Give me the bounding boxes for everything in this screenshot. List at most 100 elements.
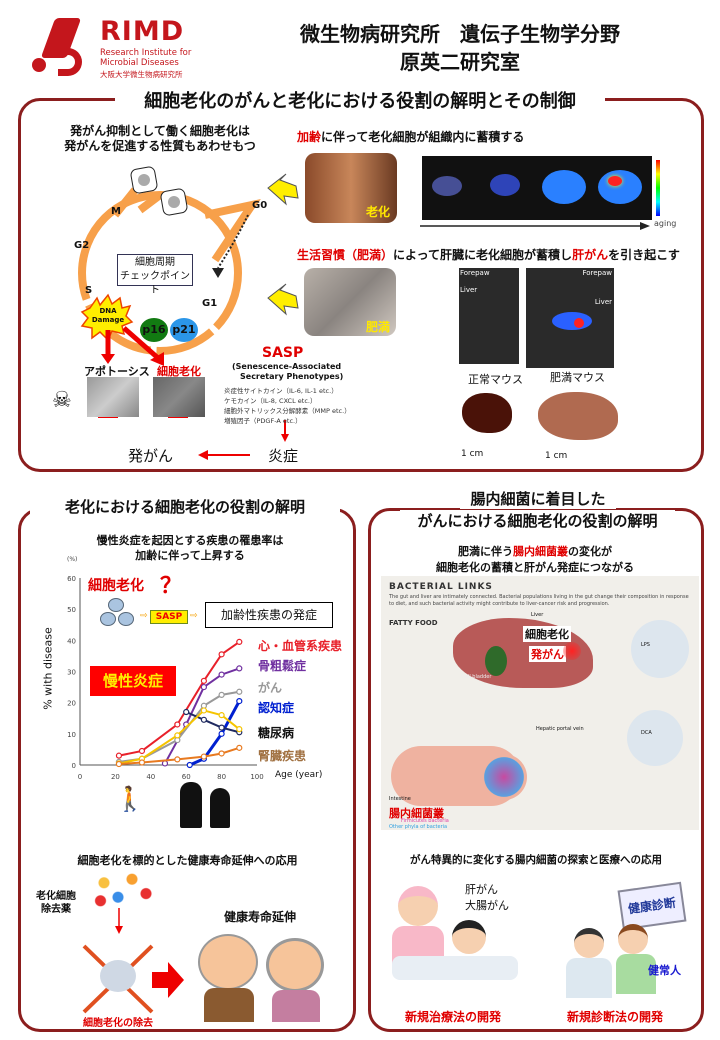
obesity-photo (304, 268, 396, 336)
dca-circle: DCA (627, 710, 683, 766)
sasp-factors: 炎症性サイトカイン（IL-6, IL-1 etc.）ケモカイン（IL-8, CX… (224, 387, 351, 425)
x-tick-label: 100 (250, 773, 263, 781)
data-point (200, 753, 207, 760)
application-title: がん特異的に変化する腸内細菌の探索と医療への応用 (410, 854, 662, 866)
aging-photo (305, 153, 397, 223)
p21-badge: p21 (170, 318, 198, 342)
data-point (218, 712, 225, 719)
question-mark: ？ (160, 574, 183, 599)
firmicutes-label: Firmicutes bacteria (401, 818, 449, 824)
series-line (185, 711, 240, 734)
lead-text: 発がん抑制として働く細胞老化は (70, 124, 250, 138)
data-point (236, 638, 243, 645)
y-tick-label: 50 (67, 606, 76, 614)
data-point (236, 665, 243, 672)
legend-label: 認知症 (258, 700, 294, 715)
x-tick-label: 0 (78, 773, 82, 781)
data-point (236, 688, 243, 695)
skull-icon: ☠ (52, 388, 72, 413)
senescence-label: 細胞老化 (157, 365, 201, 378)
data-point (183, 708, 190, 716)
carcinogenesis-label: 発がん (128, 447, 174, 465)
sasp-full: (Senescence-Associated (232, 362, 342, 371)
legend-label: 心・血管系疾患 (258, 638, 342, 653)
logo-sub: Microbial Diseases (100, 58, 179, 68)
logo-text: RIMD (100, 16, 185, 47)
series-line (118, 641, 240, 757)
silhouette-elderly (180, 782, 202, 828)
phase-g0: G0 (252, 200, 268, 211)
data-point (218, 651, 225, 658)
elderly-couple-illustration (190, 930, 340, 1022)
lab-title-line1: 微生物病研究所 遺伝子生物学分野 (300, 22, 620, 46)
onset-box: 加齢性疾患の発症 (205, 602, 333, 628)
senescent-cells-icon (100, 598, 134, 628)
normal-liver-photo (462, 393, 512, 433)
lps-circle: LPS (631, 620, 689, 678)
section3-title-line2: がんにおける細胞老化の役割の解明 (400, 510, 675, 531)
sasp-full: Secretary Phenotypes) (240, 372, 344, 381)
life-stage-silhouettes: 🚶 (115, 785, 145, 813)
x-tick-label: 40 (146, 773, 155, 781)
section1-title: 細胞老化のがんと老化における役割の解明とその制御 (115, 87, 605, 113)
figure-title: BACTERIAL LINKS (389, 582, 493, 592)
chart-caption: 慢性炎症を起因とする疾患の罹患率は (96, 534, 284, 547)
data-point (115, 760, 123, 768)
data-point (236, 698, 243, 705)
doctor-patient-illustration (566, 920, 676, 1000)
healthspan-label: 健康寿命延伸 (223, 910, 296, 924)
data-point (115, 752, 123, 759)
new-therapy-label: 新規治療法の開発 (404, 1010, 501, 1024)
legend-label: 腎臓疾患 (258, 748, 306, 763)
arrow-icon: ⇨ (190, 611, 198, 621)
arrow-icon: ⇨ (140, 611, 148, 621)
data-point (236, 726, 243, 733)
legend-label: がん (258, 680, 282, 695)
legend-label: 糖尿病 (258, 725, 294, 740)
chart-caption: 加齢に伴って上昇する (135, 549, 245, 562)
data-point (138, 747, 146, 755)
healthy-person-label: 健常人 (648, 964, 681, 977)
lab-title-line2: 原英二研究室 (400, 50, 520, 74)
y-unit-label: (%) (67, 556, 78, 563)
arrow-icon (212, 268, 224, 278)
data-point (200, 683, 207, 691)
gall-bladder (485, 646, 507, 676)
data-point (174, 732, 181, 739)
intestine-label: Intestine (389, 796, 411, 802)
data-point (200, 716, 207, 723)
obese-mouse-label: 肥満マウス (550, 371, 605, 384)
yellow-arrow-icon (267, 173, 299, 206)
scale-label: 1 cm (461, 449, 484, 459)
tumor-glow (563, 642, 581, 660)
new-diagnosis-label: 新規診断法の開発 (566, 1010, 663, 1024)
phase-s: S (85, 285, 93, 296)
p16-badge: p16 (140, 318, 168, 342)
sasp-title: SASP (262, 345, 304, 361)
figure-text: The gut and liver are intimately connect… (389, 594, 689, 607)
data-point (200, 707, 207, 714)
obesity-photo-label: 肥満 (366, 320, 391, 334)
obesity-caption: 生活習慣（肥満）によって肝臓に老化細胞が蓄積し肝がんを引き起こす (297, 248, 680, 262)
x-axis-label: Age (year) (275, 770, 323, 780)
section3-title-line1: 腸内細菌に着目した (460, 488, 616, 509)
data-point (218, 724, 225, 731)
silhouette-elderly-cane (210, 788, 230, 828)
legend-label: 骨粗鬆症 (258, 658, 306, 673)
apoptosis-micrograph (87, 377, 139, 417)
nurse-patient-illustration (392, 880, 518, 980)
y-tick-label: 0 (72, 762, 76, 770)
removal-label: 細胞老化の除去 (83, 1018, 153, 1029)
checkpoint-label: チェックポイント (120, 271, 190, 296)
obese-mouse-image: Forepaw Liver (526, 268, 614, 368)
color-scale (656, 160, 660, 216)
data-point (236, 744, 243, 751)
logo-sub: Research Institute for (100, 48, 192, 58)
inflammation-label: 炎症 (268, 447, 299, 465)
y-axis-label: % with disease (41, 627, 55, 710)
senescence-micrograph (153, 377, 205, 417)
apoptosis-label: アポトーシス (84, 365, 150, 378)
gall-bladder-label: Gall bladder (461, 674, 492, 680)
mouse-imaging-strip (422, 156, 652, 220)
